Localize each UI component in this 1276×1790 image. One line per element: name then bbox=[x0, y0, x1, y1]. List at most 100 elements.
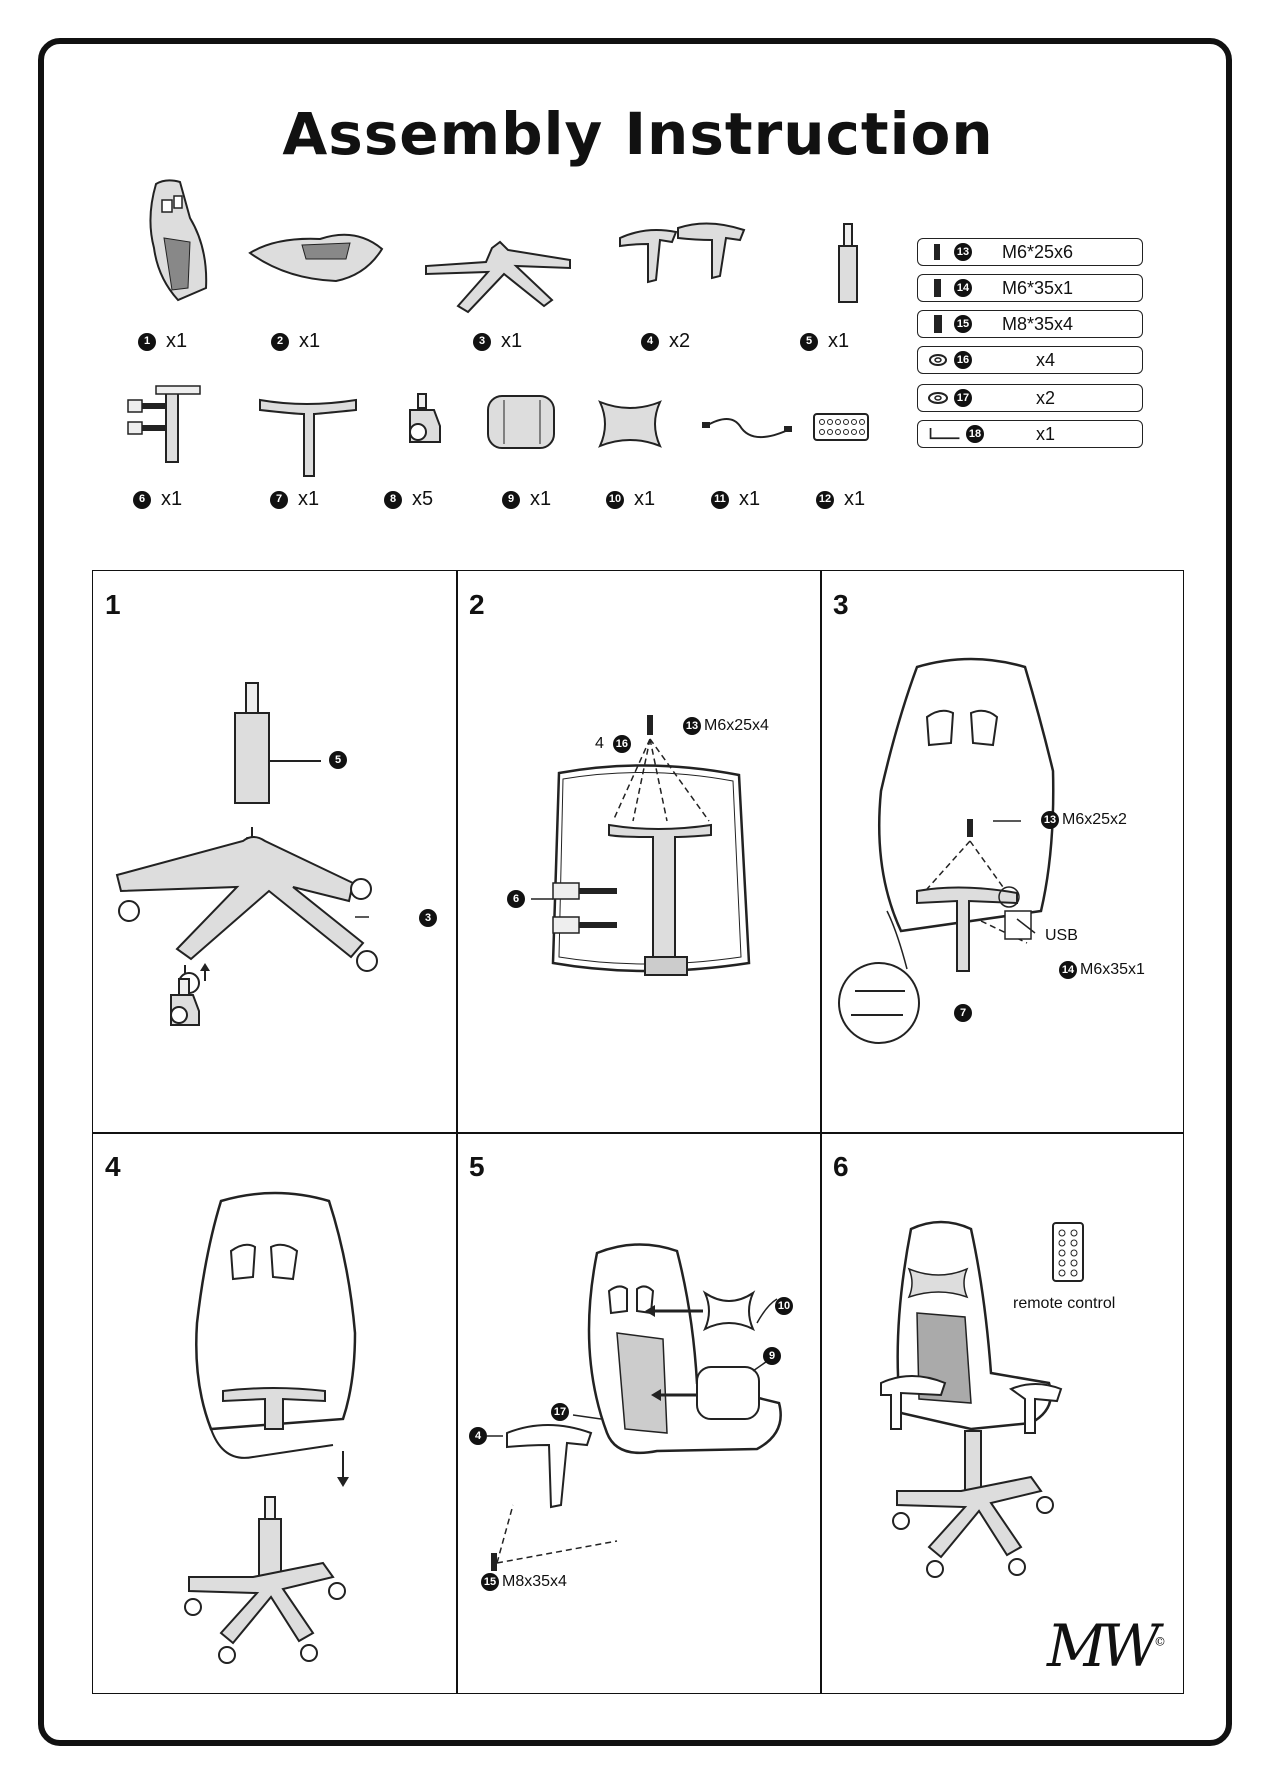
badge: 9 bbox=[502, 490, 520, 509]
badge: 13 bbox=[1041, 811, 1059, 829]
badge: 16 bbox=[612, 735, 631, 753]
hardware-row-16: 16 x4 bbox=[917, 346, 1143, 374]
callout-9: 9 bbox=[763, 1347, 781, 1365]
callout-remote-control: remote control bbox=[1013, 1295, 1115, 1313]
callout-3: 3 bbox=[419, 909, 437, 927]
callout-4: 4 bbox=[469, 1427, 487, 1445]
callout-text: M6x25x2 bbox=[1062, 811, 1127, 828]
logo-text: MW bbox=[1046, 1612, 1160, 1680]
qty: x1 bbox=[298, 488, 320, 510]
allen-key-icon bbox=[929, 428, 960, 440]
callout-17: 17 bbox=[551, 1403, 569, 1421]
step-1-illustration bbox=[115, 682, 378, 1026]
callout-7: 7 bbox=[954, 1004, 972, 1022]
badge: 4 bbox=[641, 332, 659, 351]
step-number: 5 bbox=[469, 1151, 485, 1182]
badge: 18 bbox=[966, 425, 984, 443]
step-6: 6 remote control MW© bbox=[821, 1133, 1184, 1694]
steps-grid: 1 5 3 2 bbox=[92, 570, 1184, 1694]
part-label-5: 5 x1 bbox=[800, 330, 849, 353]
hardware-row-14: 14 M6*35x1 bbox=[917, 274, 1143, 302]
part-armrests bbox=[616, 218, 751, 293]
part-remote bbox=[812, 412, 870, 442]
part-lumbar-pillow bbox=[484, 392, 559, 452]
cable-icon bbox=[702, 418, 792, 438]
bolt-icon bbox=[934, 279, 941, 297]
badge: 3 bbox=[473, 332, 491, 351]
badge: 10 bbox=[606, 490, 624, 509]
qty: x1 bbox=[161, 488, 183, 510]
step-number: 2 bbox=[469, 589, 485, 620]
badge: 13 bbox=[954, 243, 972, 261]
part-label-11: 11 x1 bbox=[711, 488, 760, 511]
badge: 3 bbox=[419, 909, 437, 927]
qty: x1 bbox=[739, 488, 761, 510]
badge: 7 bbox=[954, 1004, 972, 1022]
hardware-qty: x2 bbox=[1036, 388, 1056, 408]
hardware-row-13: 13 M6*25x6 bbox=[917, 238, 1143, 266]
badge: 17 bbox=[954, 389, 972, 407]
badge: 5 bbox=[800, 332, 818, 351]
step-5-illustration bbox=[487, 1243, 782, 1571]
badge: 4 bbox=[469, 1427, 487, 1445]
callout-text: M8x35x4 bbox=[502, 1573, 567, 1590]
step-number: 1 bbox=[105, 589, 121, 620]
qty: x1 bbox=[844, 488, 866, 510]
part-base bbox=[420, 240, 580, 315]
grid-divider bbox=[93, 1132, 1183, 1134]
badge: 5 bbox=[329, 751, 347, 769]
remote-icon bbox=[813, 413, 869, 441]
step-3-illustration bbox=[838, 657, 1055, 1044]
washer-icon bbox=[929, 354, 947, 366]
gas-cylinder-icon bbox=[838, 223, 858, 303]
part-mechanism bbox=[126, 382, 216, 466]
badge: 14 bbox=[1059, 961, 1077, 979]
step-4: 4 bbox=[93, 1133, 456, 1694]
badge: 14 bbox=[954, 279, 972, 297]
callout-text: M6x25x4 bbox=[704, 717, 769, 734]
badge: 11 bbox=[711, 490, 729, 509]
part-label-10: 10 x1 bbox=[606, 488, 655, 511]
badge: 2 bbox=[271, 332, 289, 351]
hardware-qty: x4 bbox=[1036, 350, 1056, 370]
callout-5: 5 bbox=[329, 751, 347, 769]
hardware-row-15: 15 M8*35x4 bbox=[917, 310, 1143, 338]
backrest-icon bbox=[149, 179, 208, 302]
washer-icon bbox=[928, 392, 948, 404]
page-title: Assembly Instruction bbox=[282, 100, 994, 168]
step-number: 6 bbox=[833, 1151, 849, 1182]
lumbar-pillow-icon bbox=[487, 395, 555, 449]
hardware-row-18: 18 x1 bbox=[917, 420, 1143, 448]
step-2-illustration bbox=[531, 715, 751, 976]
callout-text: 4 bbox=[595, 735, 604, 752]
callout-10: 10 bbox=[775, 1297, 793, 1315]
badge: 6 bbox=[507, 890, 525, 908]
badge: 13 bbox=[683, 717, 701, 735]
hardware-row-17: 17 x2 bbox=[917, 384, 1143, 412]
qty: x5 bbox=[412, 488, 434, 510]
headrest-pillow-icon bbox=[598, 400, 662, 448]
callout-16: 4 16 bbox=[595, 735, 631, 753]
qty: x1 bbox=[634, 488, 656, 510]
caster-icon bbox=[409, 393, 441, 443]
qty: x1 bbox=[166, 330, 188, 352]
part-backrest bbox=[138, 178, 218, 303]
part-cable bbox=[700, 410, 796, 450]
hardware-spec: M6*35x1 bbox=[1002, 278, 1074, 298]
part-seat bbox=[246, 225, 386, 285]
badge: 15 bbox=[481, 1573, 499, 1591]
step-number: 3 bbox=[833, 589, 849, 620]
part-gas-cylinder bbox=[836, 222, 860, 306]
qty: x1 bbox=[828, 330, 850, 352]
page-frame bbox=[38, 38, 1232, 1746]
callout-text: M6x35x1 bbox=[1080, 961, 1145, 978]
base-icon bbox=[425, 240, 571, 314]
badge: 8 bbox=[384, 490, 402, 509]
